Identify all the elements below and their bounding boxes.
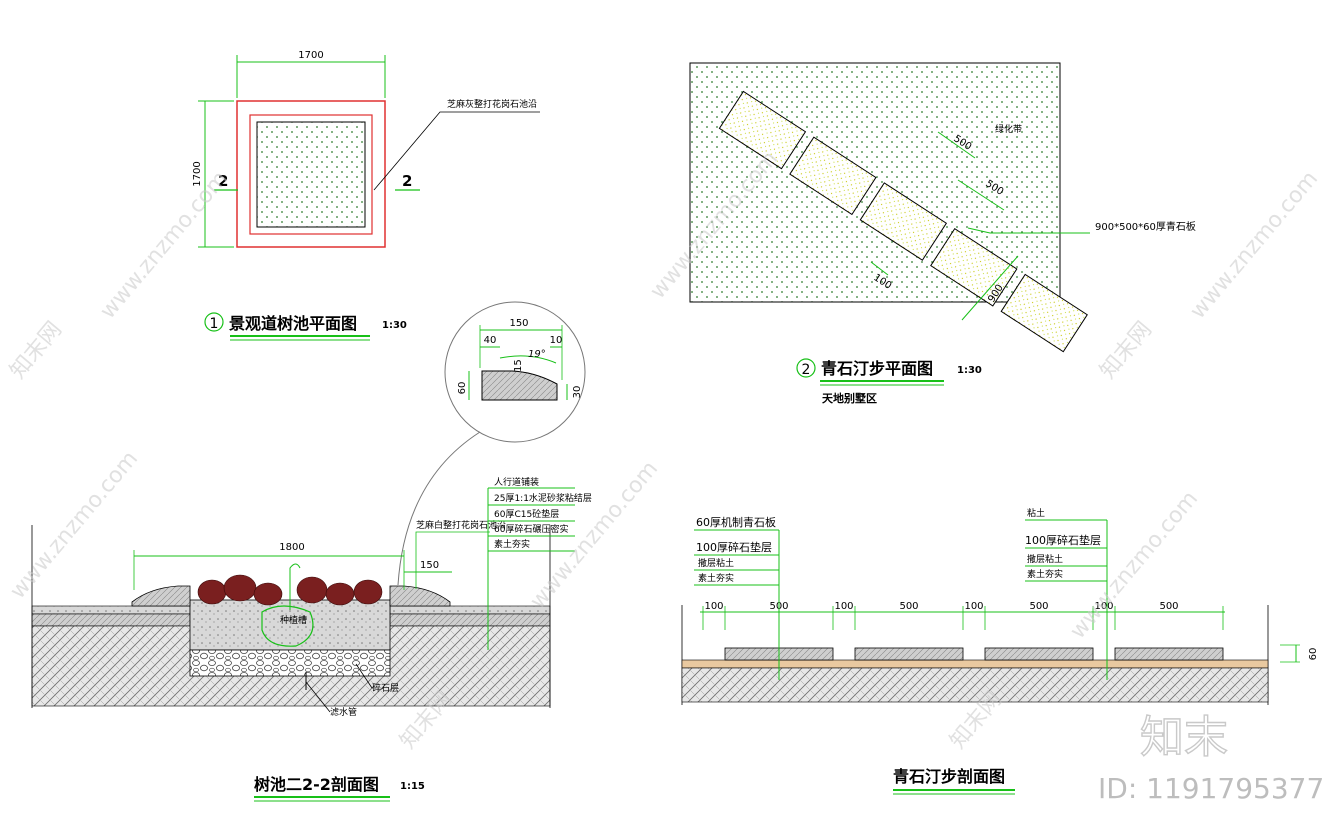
watermark-text: www.znzmo.com [1065,486,1203,643]
left-layer-slab: 60厚机制青石板 [696,515,776,529]
curb-left [131,585,191,607]
planting-trough-label: 种植槽 [280,614,307,626]
layer-gravel: 60厚碎石碾压密实 [494,523,568,535]
right-layer-clay: 撒层粘土 [1027,553,1063,565]
layer-concrete: 60厚C15砼垫层 [494,508,559,520]
tree-pit-section-scale: 1:15 [400,781,425,792]
stone-slab-section [1114,647,1224,661]
step-dim: 500 [1029,601,1048,612]
dim-width: 1700 [298,50,323,61]
detail-dim-150: 150 [509,318,528,329]
detail-angle: 19° [528,349,546,360]
tree-pit-outer-edge [236,100,386,248]
stepping-plan-scale: 1:30 [957,365,982,376]
layer-paving: 人行道铺装 [494,476,539,488]
stepping-stone-plan: 绿化带 500 500 100 900 900*500*60厚青石板 2 青石汀… [689,62,1196,405]
section-dim-150: 150 [420,560,439,571]
watermark-text: www.znzmo.com [5,446,143,603]
stepping-stone [930,228,1018,307]
drain-pipe-label: 滤水管 [330,706,357,718]
stepping-stone-section: 100 500 100 500 100 500 100 500 60 60厚机制… [681,507,1319,795]
stepping-stone [718,90,807,170]
watermark-cn: 知末网 [5,317,67,384]
stepping-stone [1000,273,1088,353]
shrub-planting [197,574,383,606]
section-mark-left: 2 [218,172,228,190]
stepping-stone [859,182,948,261]
stepping-stone [789,136,877,216]
step-dim: 100 [834,601,853,612]
detail-dim-40: 40 [484,335,497,346]
brand-logo: 知末 [1140,712,1228,763]
curb-right [389,585,451,607]
right-layer-gravel: 100厚碎石垫层 [1025,533,1101,547]
section-mark-right: 2 [402,172,412,190]
watermark-cn: 知末网 [1095,317,1157,384]
section-curb-note: 芝麻白整打花岗石池沿 [416,519,506,531]
stone-slab-section [854,647,964,661]
detail-dim-10: 10 [550,335,563,346]
tree-pit-plan: 1700 1700 2 2 芝麻灰整打花岗石池沿 1 景观道树池平面图 1:30 [192,50,540,341]
image-id: ID: 1191795377 [1098,772,1324,805]
watermark-text: www.znzmo.com [525,456,663,613]
layer-mortar: 25厚1:1水泥砂浆粘结层 [494,492,592,504]
step-dim: 500 [1159,601,1178,612]
tree-pit-fill [256,121,366,228]
compacted-soil [681,667,1269,703]
detail-dim-60: 60 [457,382,468,395]
detail-dim-30: 30 [572,386,583,399]
layer-soil: 素土夯实 [494,538,530,550]
step-dim: 100 [1094,601,1113,612]
step-dim: 100 [704,601,723,612]
detail-dim-15: 15 [513,359,524,372]
title-number-2: 2 [802,362,811,378]
title-number: 1 [210,316,219,332]
watermark-text: www.znzmo.com [1185,166,1323,323]
stepping-section-title: 青石汀步剖面图 [893,767,1005,786]
tree-pit-section: 种植槽 滤水管 碎石层 1800 150 芝麻白整打花岗石池沿 人行道铺装 25… [31,476,592,802]
left-layer-gravel: 100厚碎石垫层 [696,540,772,554]
curb-detail: 150 40 10 19° 15 60 30 [397,301,586,586]
detail-callout-leader [397,431,481,586]
tree-pit-section-title: 树池二2-2剖面图 [254,775,379,794]
bedding-layer [681,659,1269,669]
right-layer-soil: 素土夯实 [1027,568,1063,580]
dim-height: 1700 [192,161,203,186]
tree-pit-plan-scale: 1:30 [382,320,407,331]
tree-pit-inner-edge [249,114,373,235]
gravel-label: 碎石层 [372,682,399,694]
step-dim: 500 [899,601,918,612]
gravel-layer [189,649,391,677]
section-dim-1800: 1800 [279,542,304,553]
curb-profile [481,370,558,401]
curb-leader-note: 芝麻灰整打花岗石池沿 [447,98,537,110]
left-layer-soil: 素土夯实 [698,572,734,584]
step-dim: 100 [964,601,983,612]
stone-slab-section [984,647,1094,661]
stone-slab-note: 900*500*60厚青石板 [1095,220,1196,233]
project-subtitle: 天地别墅区 [822,391,877,405]
stepping-plan-title: 青石汀步平面图 [821,359,933,378]
tree-pit-plan-title: 景观道树池平面图 [229,314,357,333]
section-dim-60: 60 [1308,648,1319,661]
left-layer-clay: 撒层粘土 [698,557,734,569]
green-belt-label: 绿化带 [995,123,1022,135]
watermark-text: www.znzmo.com [95,166,233,323]
right-layer-clay-top: 粘土 [1027,507,1045,519]
